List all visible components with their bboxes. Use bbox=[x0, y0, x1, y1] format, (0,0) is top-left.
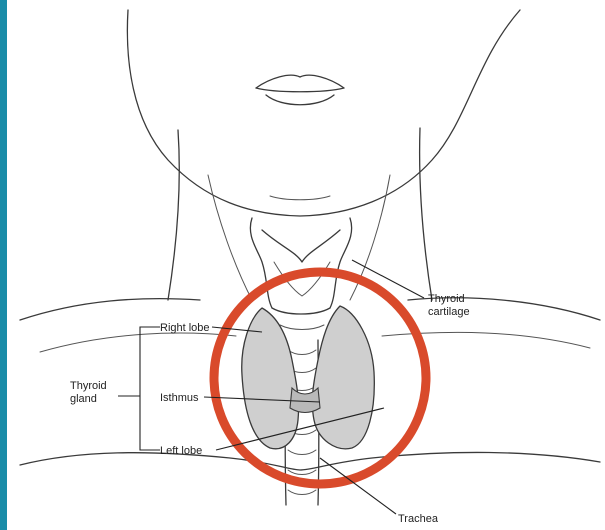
thyroid-gland-label-line1: Thyroid bbox=[70, 380, 107, 392]
trachea-label: Trachea bbox=[398, 513, 439, 525]
thyroid-gland-bracket bbox=[118, 327, 160, 450]
thyroid-cartilage-label-line1: Thyroid bbox=[428, 293, 465, 305]
left-lobe-shape bbox=[312, 306, 374, 449]
head-outline bbox=[127, 10, 520, 216]
mouth-outline bbox=[256, 75, 344, 105]
thyroid-cartilage-label-line2: cartilage bbox=[428, 306, 470, 318]
right-lobe-label: Right lobe bbox=[160, 322, 210, 334]
left-lobe-label: Left lobe bbox=[160, 445, 202, 457]
right-lobe-shape bbox=[242, 308, 299, 449]
thyroid-gland-label-line2: gland bbox=[70, 393, 97, 405]
shoulder-outline bbox=[20, 298, 600, 470]
isthmus-shape bbox=[290, 388, 320, 413]
isthmus-label: Isthmus bbox=[160, 392, 199, 404]
